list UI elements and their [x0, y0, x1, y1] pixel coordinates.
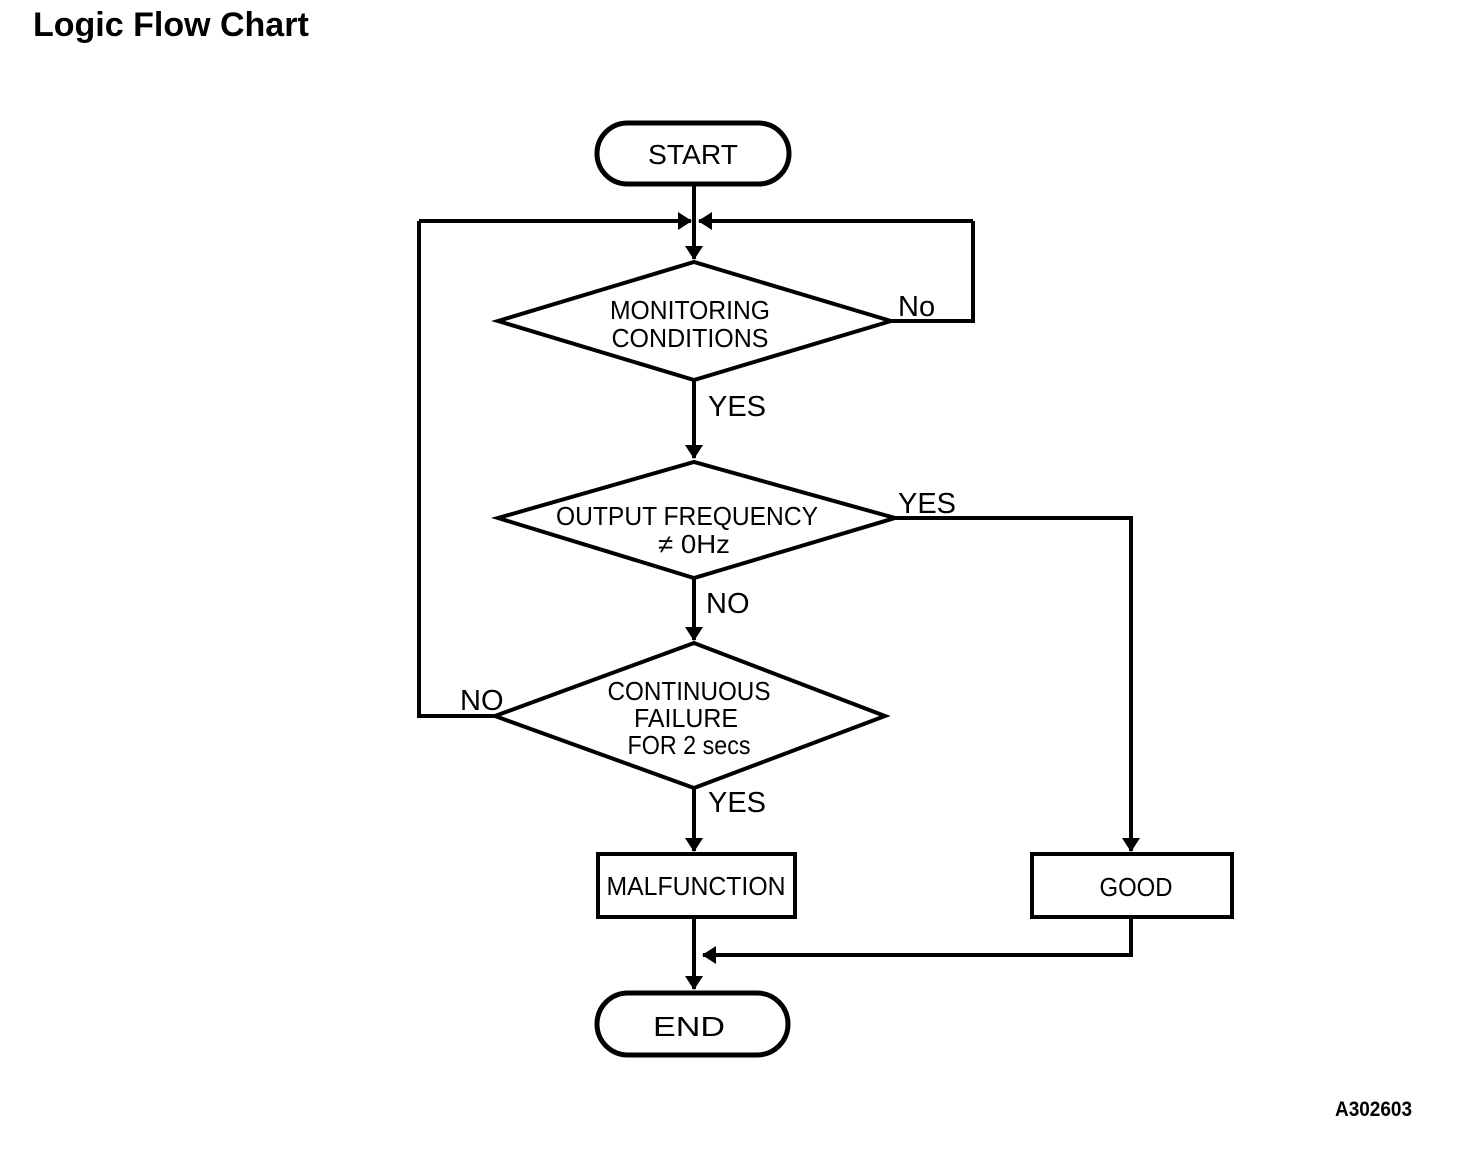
decision1-no-edge-label: No — [898, 291, 935, 323]
decision3-label-line2: FAILURE — [634, 703, 738, 733]
decision3-no-edge-label: NO — [460, 685, 504, 717]
decision1-monitoring-conditions — [491, 259, 898, 383]
malfunction-label: MALFUNCTION — [607, 871, 786, 901]
decision2-yes-edge-label: YES — [898, 488, 956, 520]
edges — [417, 184, 1140, 990]
nodes: START MONITORING CONDITIONS OUTPUT FREQU… — [489, 120, 1234, 1058]
end-label: END — [653, 1011, 725, 1042]
decision3-continuous-failure — [489, 640, 891, 791]
figure-code: A302603 — [1335, 1098, 1412, 1121]
decision1-label-line1: MONITORING — [610, 295, 770, 325]
decision1-label-line2: CONDITIONS — [612, 323, 769, 353]
decision2-no-edge-label: NO — [706, 588, 750, 620]
decision2-label-line1: OUTPUT FREQUENCY — [556, 501, 818, 531]
start-node — [594, 120, 792, 187]
edge-decision1-no-loop — [891, 221, 975, 323]
good-node — [1030, 852, 1234, 919]
decision3-label-line1: CONTINUOUS — [608, 676, 771, 706]
end-node — [594, 990, 791, 1058]
edge-good-to-join — [702, 917, 1133, 964]
decision3-label-line3: FOR 2 secs — [628, 730, 751, 760]
decision1-yes-edge-label: YES — [708, 391, 766, 423]
decision2-output-frequency — [490, 459, 903, 581]
edge-decision3-no-loop — [417, 221, 497, 718]
edge-labels: No YES YES NO NO YES — [460, 291, 956, 819]
page-title: Logic Flow Chart — [33, 6, 309, 44]
malfunction-node — [596, 852, 797, 919]
decision3-yes-edge-label: YES — [708, 787, 766, 819]
start-label: START — [648, 139, 738, 170]
edge-decision2-yes-to-good — [895, 516, 1140, 852]
good-label: GOOD — [1100, 872, 1173, 902]
decision2-label-line2: ≠ 0Hz — [658, 529, 730, 559]
